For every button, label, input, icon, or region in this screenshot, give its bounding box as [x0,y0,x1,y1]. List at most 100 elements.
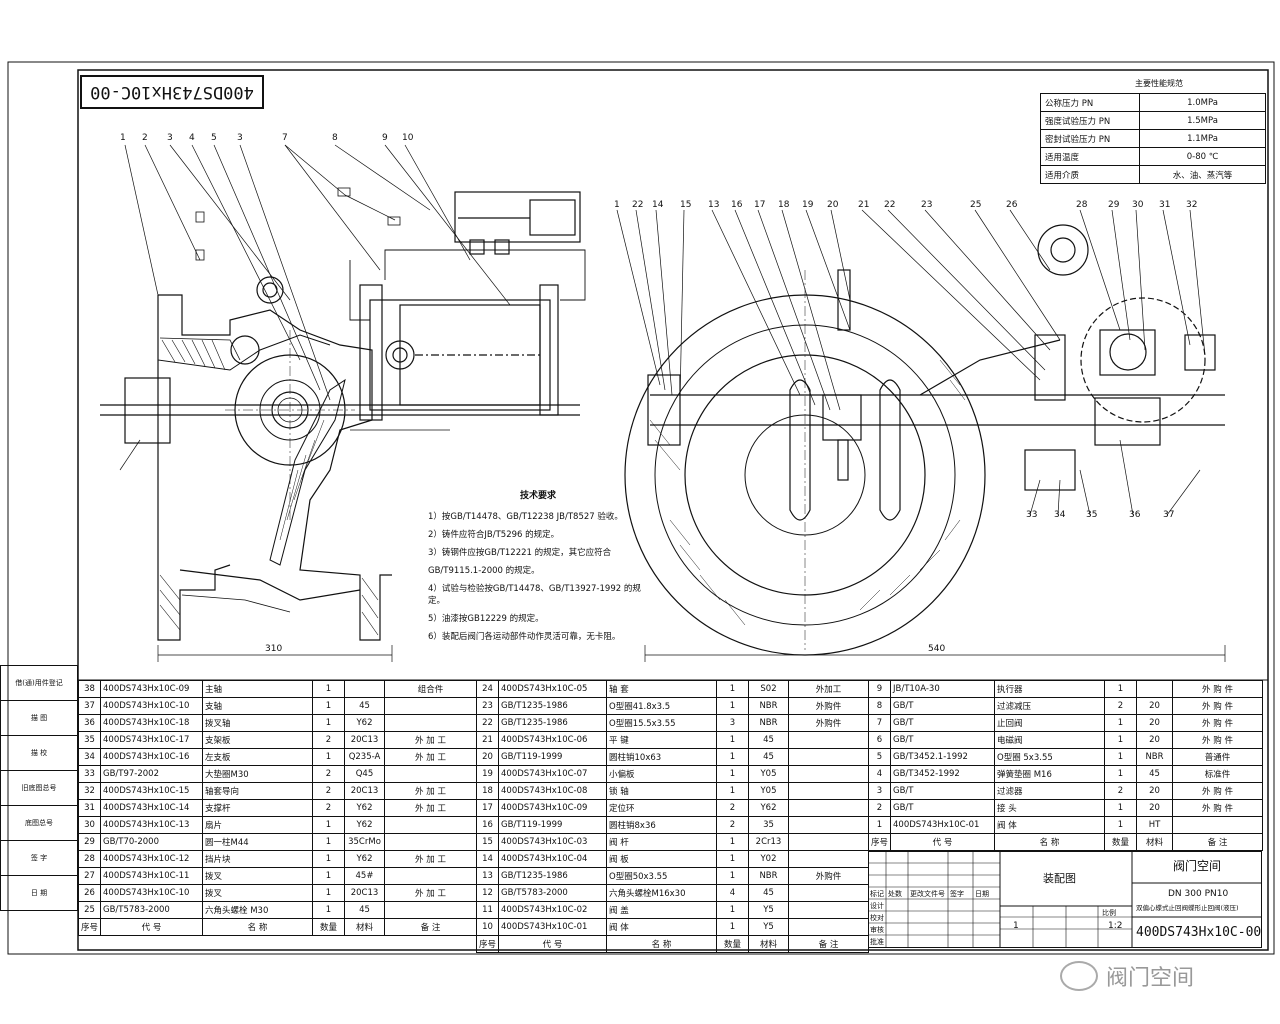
bom-cell [1136,680,1173,698]
performance-caption: 主要性能规范 [1135,79,1183,88]
bom-cell [384,816,477,834]
balloon-label: 36 [1129,510,1141,520]
bom-cell: GB/T5783-2000 [100,901,203,919]
balloon-label: 1 [120,133,126,143]
bom-cell: 外 购 件 [1172,680,1263,698]
bom-cell: O型圈50x3.55 [606,867,717,885]
bom-cell: NBR [1136,748,1173,766]
bom-header-cell: 序号 [476,935,499,953]
bom-cell: 扇片 [202,816,313,834]
bom-cell: 2 [312,765,345,783]
performance-label: 适用介质 [1040,165,1140,184]
bom-cell [788,850,869,868]
bom-cell [344,680,385,698]
balloon-label: 10 [402,133,414,143]
bom-cell: 圆柱销8x36 [606,816,717,834]
bom-cell: 1 [716,782,749,800]
watermark-text: 阀门空间 [1106,966,1195,991]
balloon-label: 32 [1186,200,1198,210]
bom-cell [384,867,477,885]
bom-cell: NBR [748,867,789,885]
bom-cell: 1 [1104,680,1137,698]
bom-header-cell: 备 注 [384,918,477,936]
bom-cell: Y5 [748,901,789,919]
balloon-label: 30 [1132,200,1144,210]
bom-cell: 28 [78,850,101,868]
bom-cell: 1 [312,850,345,868]
bom-header-row: 序号代 号名 称数量材料备 注 [476,935,869,953]
tech-requirement-item: 1）按GB/T14478、GB/T12238 JB/T8527 验收。 [428,512,623,522]
scale-value: 1:2 [1108,921,1123,931]
bom-header-cell: 代 号 [890,833,995,851]
bom-cell: 过滤器 [994,782,1105,800]
bom-cell: 34 [78,748,101,766]
bom-cell [788,901,869,919]
bom-cell: 外购件 [788,714,869,732]
title-block: 设计 校对 审核 批准 标记 处数 更改文件号 签字 日期 装配图 阀门空间 D… [868,851,1262,948]
bom-cell: 45 [344,901,385,919]
balloon-label: 33 [1026,510,1038,520]
bom-cell: 35 [748,816,789,834]
bom-cell: 1 [312,833,345,851]
balloon-label: 18 [778,200,790,210]
bom-cell: 外 加 工 [384,748,477,766]
bom-cell [384,765,477,783]
right-section-view [616,209,1226,662]
bom-cell: 外 加 工 [384,731,477,749]
bom-header-cell: 材料 [344,918,385,936]
bom-cell: 1 [1104,765,1137,783]
bom-cell: 45 [748,884,789,902]
bom-cell: 35CrMo [344,833,385,851]
bom-cell: 1 [716,850,749,868]
bom-cell: 1 [716,680,749,698]
bom-cell: 400DS743Hx10C-08 [498,782,607,800]
performance-label: 公称压力 PN [1040,93,1140,112]
scale-label: 比例 [1102,909,1116,917]
bom-cell: 1 [312,884,345,902]
dimension-left-width: 310 [265,644,283,654]
balloon-label: 34 [1054,510,1066,520]
balloon-label: 4 [189,133,195,143]
bom-cell: 阀 体 [994,816,1105,834]
bom-cell [384,901,477,919]
bom-cell: 400DS743Hx10C-02 [498,901,607,919]
bom-cell: 400DS743Hx10C-13 [100,816,203,834]
bom-cell: 24 [476,680,499,698]
bom-cell: 20C13 [344,884,385,902]
bom-cell: 阀 体 [606,918,717,936]
bom-cell: 止回阀 [994,714,1105,732]
title-block-grid [868,851,1262,948]
bom-cell: Y62 [344,850,385,868]
bom-cell: O型圈 5x3.55 [994,748,1105,766]
bom-cell: 2 [868,799,891,817]
bom-cell: 1 [312,697,345,715]
bom-cell: 400DS743Hx10C-18 [100,714,203,732]
bom-cell: NBR [748,697,789,715]
bom-cell: 32 [78,782,101,800]
bom-cell: 20 [1136,714,1173,732]
bom-cell: 30 [78,816,101,834]
bom-cell: 13 [476,867,499,885]
bom-cell: 1 [1104,799,1137,817]
role-sign: 签字 [950,890,964,898]
bom-cell: 外加工 [788,680,869,698]
bom-cell: 400DS743Hx10C-01 [498,918,607,936]
bom-cell: 六角头螺栓M16x30 [606,884,717,902]
bom-cell: 拨叉 [202,884,313,902]
bom-cell: 普通件 [1172,748,1263,766]
bom-cell: 16 [476,816,499,834]
balloon-label: 16 [731,200,743,210]
